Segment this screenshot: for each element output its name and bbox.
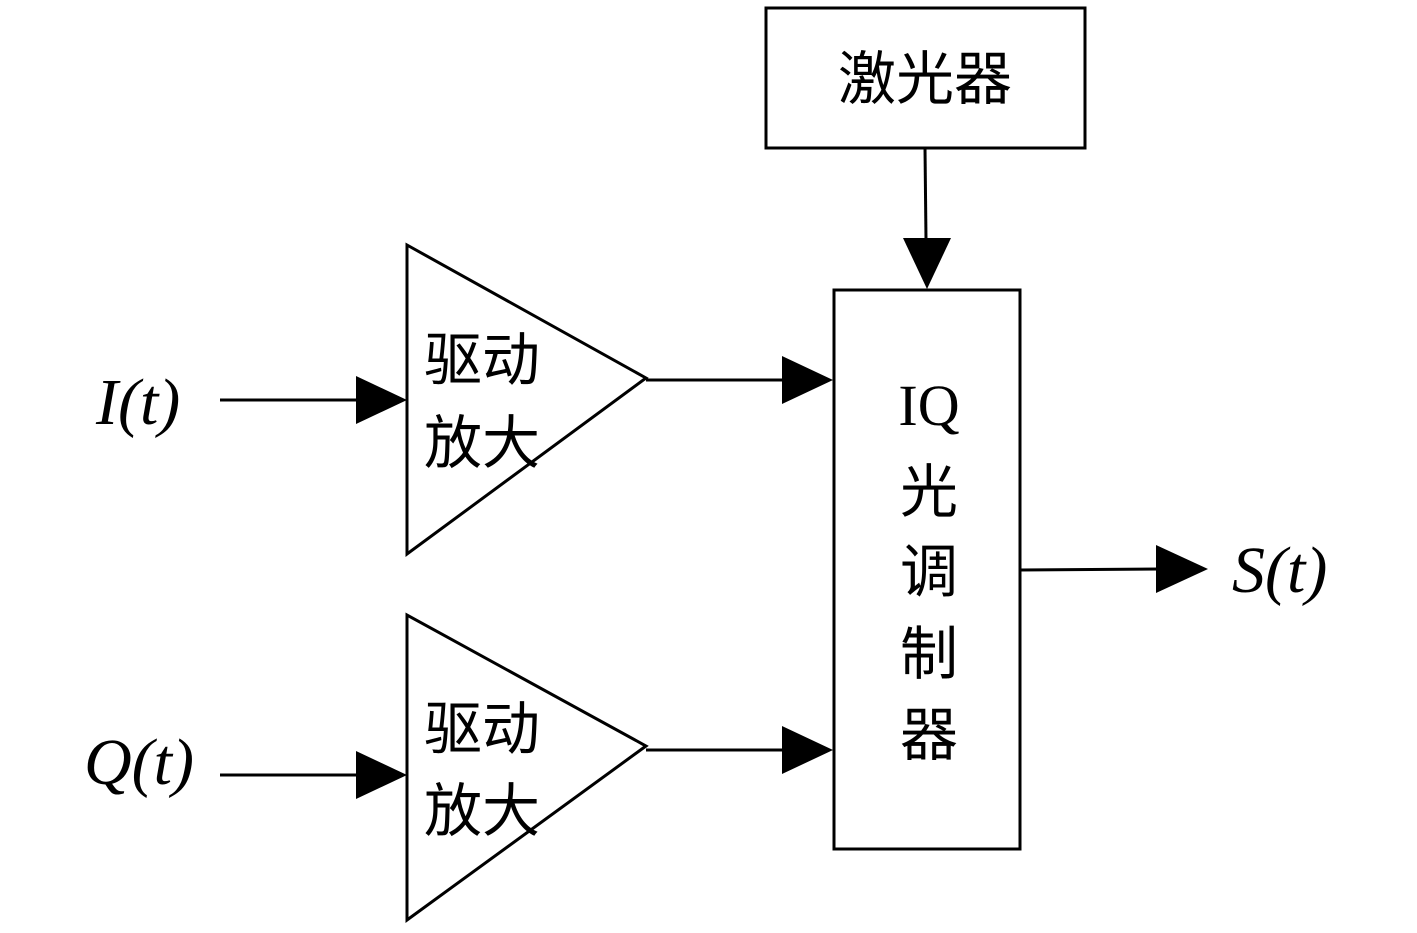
laser-to-modulator-arrow <box>903 147 951 289</box>
iq-modulator-label-line1: IQ <box>898 373 959 438</box>
iq-modulator-label-line2: 光 <box>900 458 958 526</box>
q-input: Q(t) <box>84 726 407 799</box>
driver-amplifier-top-label-line1: 驱动 <box>424 326 540 394</box>
s-output-arrowhead <box>1156 545 1208 593</box>
iq-modulator-block: IQ 光 调 制 器 <box>832 288 1022 851</box>
driver-amplifier-top-triangle <box>405 242 649 557</box>
top-amplifier-output-arrowhead <box>782 356 833 404</box>
q-input-arrowhead <box>356 751 407 799</box>
top-amplifier-to-modulator-arrow <box>646 356 833 404</box>
laser-box <box>764 6 1087 150</box>
iq-modulator-label-line5: 器 <box>900 701 958 769</box>
bottom-amplifier-output-arrowhead <box>782 726 833 774</box>
i-input-arrowhead <box>356 376 407 424</box>
s-output-line <box>1019 567 1161 572</box>
laser-to-modulator-arrowhead <box>903 238 951 289</box>
i-input-label: I(t) <box>95 366 180 439</box>
laser-label: 激光器 <box>838 45 1012 113</box>
iq-modulator-label-line4: 制 <box>900 620 958 688</box>
driver-amplifier-top-label-line2: 放大 <box>424 409 540 477</box>
driver-amplifier-bottom-triangle <box>405 612 649 923</box>
iq-modulator-box <box>832 288 1022 851</box>
laser-block: 激光器 <box>764 6 1087 150</box>
driver-amplifier-top: 驱动 放大 <box>405 242 649 557</box>
driver-amplifier-bottom-label-line1: 驱动 <box>424 695 540 763</box>
bottom-amplifier-to-modulator-arrow <box>646 726 833 774</box>
iq-modulator-label-line3: 调 <box>900 538 958 606</box>
i-input: I(t) <box>95 366 407 439</box>
laser-to-modulator-line <box>923 147 928 241</box>
q-input-label: Q(t) <box>84 726 194 799</box>
driver-amplifier-bottom: 驱动 放大 <box>405 612 649 923</box>
driver-amplifier-bottom-label-line2: 放大 <box>424 777 540 845</box>
s-output: S(t) <box>1019 534 1327 607</box>
s-output-label: S(t) <box>1232 534 1327 607</box>
